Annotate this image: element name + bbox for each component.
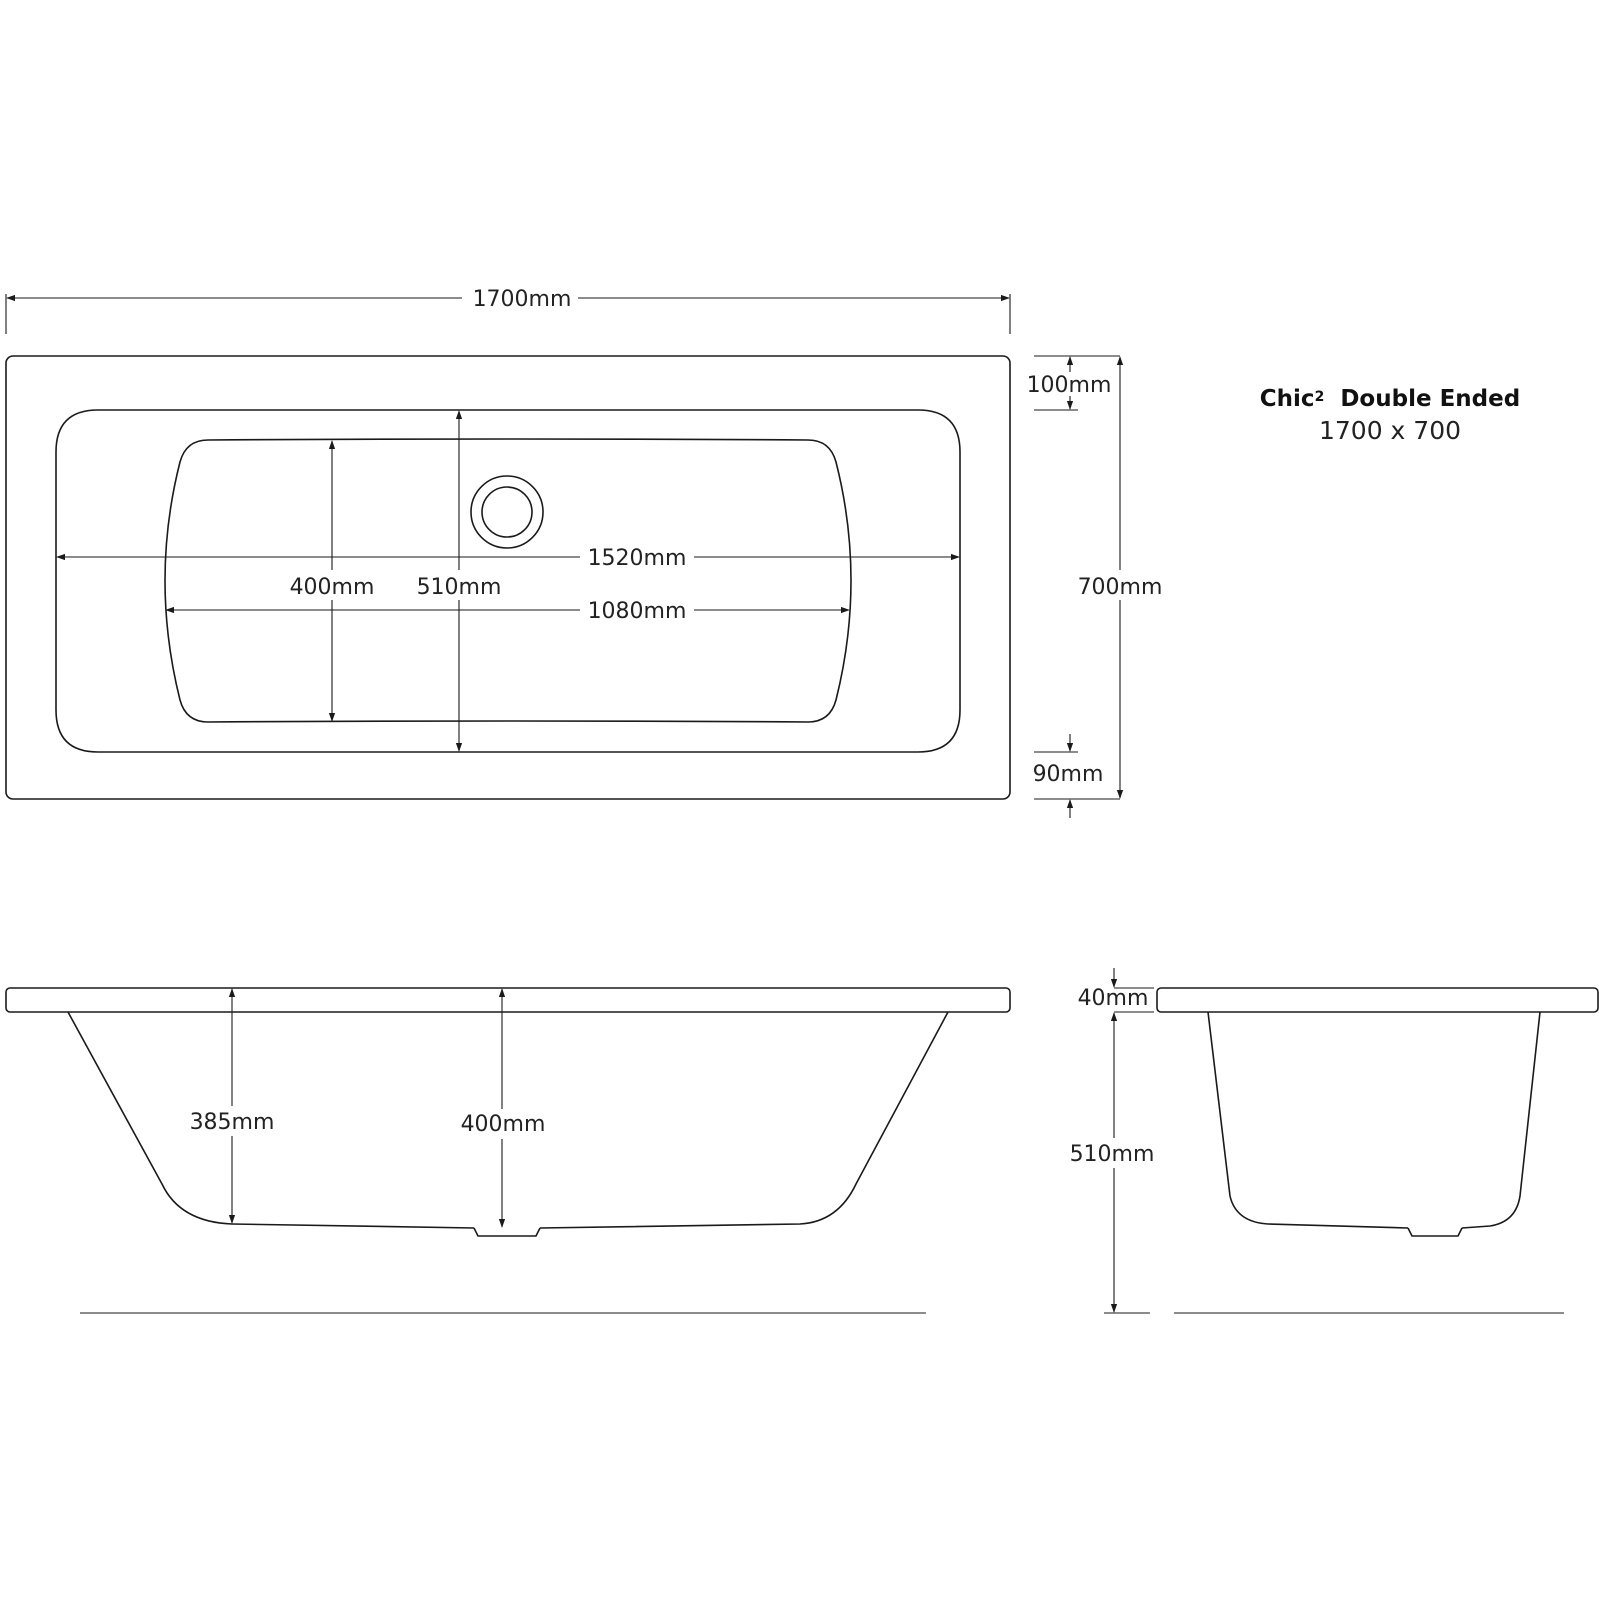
dim-depth-end: 385mm [190, 988, 275, 1224]
dim-depth-centre: 400mm [461, 988, 546, 1228]
side-rim [5, 987, 1011, 1013]
title-block: Chic2 Double Ended 1700 x 700 [1180, 384, 1599, 448]
dim-overall-length: 1700mm [5, 287, 1011, 334]
side-body [67, 1011, 949, 1229]
dim-overall-width-label: 700mm [1078, 575, 1163, 600]
plan-inner-top-edge [55, 409, 961, 753]
dim-base-length-label: 1080mm [588, 599, 687, 624]
dim-inner-width-label: 510mm [417, 575, 502, 600]
dim-base-length: 1080mm [165, 599, 850, 624]
end-body [1207, 1011, 1541, 1229]
dim-inner-length-top: 1520mm [56, 546, 960, 571]
dim-rim-top-label: 100mm [1027, 373, 1112, 398]
dim-depth-centre-label: 400mm [461, 1112, 546, 1137]
dim-inner-width: 510mm [417, 410, 502, 752]
dim-inner-length-top-label: 1520mm [588, 546, 687, 571]
waste-outlet-inner [481, 486, 533, 538]
side-view: 385mm 400mm [5, 987, 1011, 1314]
dim-depth-end-label: 385mm [190, 1110, 275, 1135]
model-superscript: 2 [1314, 389, 1325, 405]
dim-overall-height-label: 510mm [1070, 1142, 1155, 1167]
dim-rim-bottom: 90mm [1033, 734, 1120, 818]
dim-rim-thickness-label: 40mm [1078, 986, 1149, 1011]
end-rim [1156, 987, 1599, 1013]
plan-view: 1700mm 1520mm 1080mm 400mm 510mm [5, 287, 1163, 818]
end-waste-foot [1407, 1227, 1463, 1237]
model-name: Chic [1259, 386, 1315, 412]
plan-base [164, 438, 852, 723]
model-title: Chic2 Double Ended [1180, 384, 1599, 414]
model-size: 1700 x 700 [1318, 416, 1462, 445]
dim-base-width-label: 400mm [290, 575, 375, 600]
waste-outlet-outer [470, 475, 544, 549]
dim-base-width: 400mm [290, 440, 375, 722]
dim-overall-width: 700mm [1078, 356, 1163, 799]
plan-outer-rim [5, 355, 1011, 800]
dim-rim-thickness: 40mm [1078, 968, 1154, 1013]
model-variant: Double Ended [1340, 386, 1521, 412]
dim-overall-length-label: 1700mm [473, 287, 572, 312]
dim-rim-top: 100mm [1027, 355, 1120, 411]
end-view: 40mm 510mm [1070, 968, 1599, 1314]
side-waste-foot [473, 1227, 541, 1237]
dim-rim-bottom-label: 90mm [1033, 762, 1104, 787]
dim-overall-height: 510mm [1070, 1012, 1155, 1314]
